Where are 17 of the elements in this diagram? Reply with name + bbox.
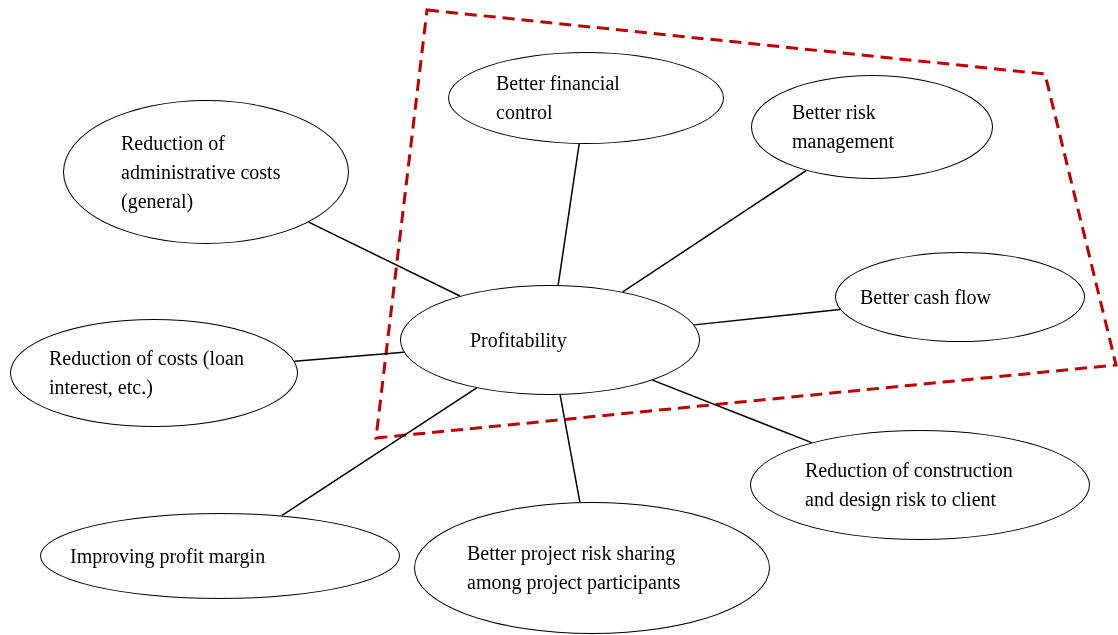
connector-line bbox=[621, 169, 807, 293]
connector-line bbox=[280, 387, 478, 517]
node-label: Better cash flow bbox=[860, 284, 993, 310]
node-label: Better financial control bbox=[496, 71, 621, 125]
node-label: Profitability bbox=[470, 327, 568, 354]
node-label: Reduction of construction and design risk to client bbox=[805, 458, 1014, 513]
node-label: Better project risk sharing among project participants bbox=[467, 541, 682, 596]
node-label: Better risk management bbox=[792, 100, 896, 155]
node-label: Improving profit margin bbox=[70, 543, 267, 570]
connector-line bbox=[557, 143, 580, 286]
connector-line bbox=[293, 351, 405, 363]
node-label: Reduction of costs (loan interest, etc.) bbox=[49, 346, 245, 401]
node-label: Reduction of administrative costs (general) bbox=[121, 130, 282, 215]
connector-line bbox=[693, 308, 841, 326]
connector-line bbox=[307, 221, 461, 297]
connector-line bbox=[559, 394, 581, 503]
connector-line bbox=[651, 379, 813, 444]
